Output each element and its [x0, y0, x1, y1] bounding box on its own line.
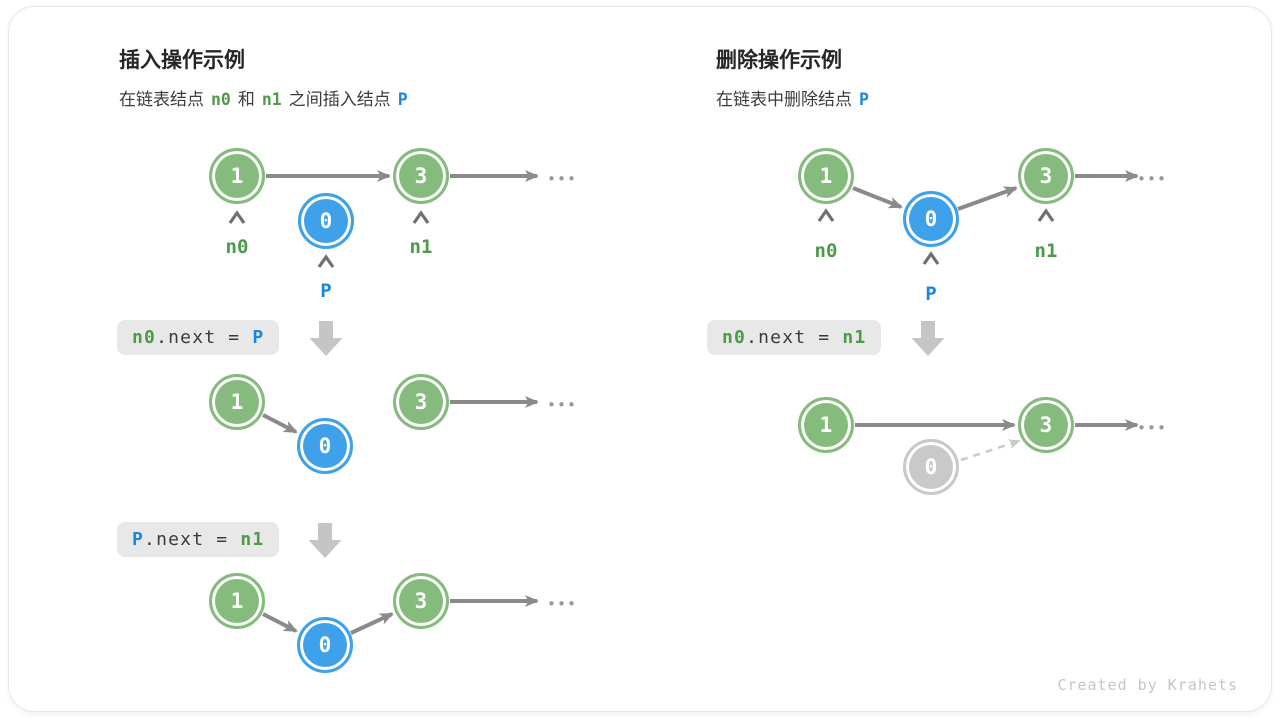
code-statement: n0.next = n1 — [707, 320, 882, 355]
ellipsis: ••• — [1136, 419, 1168, 437]
list-node: 1 — [798, 397, 854, 453]
delete-panel-subtitle: 在链表中删除结点 P — [716, 85, 876, 110]
code-lhs: n0 — [132, 327, 157, 348]
node-ref-p: P — [859, 90, 869, 109]
code-rhs: n1 — [842, 327, 867, 348]
credit-text: Created by Krahets — [1057, 676, 1238, 694]
node-value: 3 — [414, 589, 428, 613]
ellipsis: ••• — [546, 595, 578, 613]
node-value: 1 — [230, 164, 244, 188]
node-value: 3 — [1039, 164, 1053, 188]
node-ref-p: P — [397, 90, 408, 109]
next-pointer-arrow — [852, 186, 903, 209]
code-mid: .next = — [156, 327, 253, 348]
node-value: 1 — [819, 164, 833, 188]
pointer-label-n1: n1 — [1034, 240, 1058, 262]
list-node: 1 — [798, 148, 854, 204]
deleted-node: 0 — [903, 439, 959, 495]
node-value: 1 — [230, 589, 244, 613]
caret-up-icon — [412, 210, 430, 224]
pointer-label-n0: n0 — [225, 236, 249, 258]
pointer-label-p: P — [320, 280, 332, 302]
next-pointer-arrow — [262, 413, 298, 434]
caret-up-icon — [317, 254, 335, 268]
caret-up-icon — [922, 251, 940, 265]
node-value: 0 — [318, 434, 332, 458]
node-value: 1 — [819, 413, 833, 437]
caret-up-icon — [228, 210, 246, 224]
node-ref-n1: n1 — [261, 90, 282, 109]
ellipsis: ••• — [546, 170, 578, 188]
list-node: 3 — [1018, 397, 1074, 453]
caret-up-icon — [817, 208, 835, 222]
code-mid: .next = — [746, 327, 843, 348]
next-pointer-arrow — [957, 186, 1018, 211]
list-node: 1 — [209, 148, 265, 204]
list-node: 3 — [393, 374, 449, 430]
code-lhs: n0 — [722, 327, 747, 348]
node-value: 3 — [414, 390, 428, 414]
subtitle-text: 之间插入结点 — [288, 90, 391, 109]
next-pointer-arrow — [262, 612, 298, 633]
node-value: 1 — [230, 390, 244, 414]
subtitle-text: 在链表结点 — [119, 90, 204, 109]
pointer-label-p: P — [925, 283, 937, 305]
insert-panel-subtitle: 在链表结点 n0 和 n1 之间插入结点 P — [119, 85, 415, 110]
node-value: 0 — [924, 207, 938, 231]
code-statement: n0.next = P — [117, 320, 280, 355]
step-down-arrow-icon — [309, 321, 343, 356]
list-node: 1 — [209, 573, 265, 629]
node-value: 0 — [924, 455, 938, 479]
inserted-node: 0 — [297, 418, 353, 474]
list-node: 3 — [393, 573, 449, 629]
removed-pointer-dashed-arrow — [960, 439, 1021, 462]
ellipsis: ••• — [1136, 170, 1168, 188]
node-ref-n0: n0 — [211, 90, 231, 109]
subtitle-text: 在链表中删除结点 — [716, 90, 852, 109]
inserted-node: 0 — [298, 193, 354, 249]
list-node: 3 — [1018, 148, 1074, 204]
code-lhs: P — [132, 529, 145, 550]
step-down-arrow-icon — [308, 523, 342, 558]
node-to-delete: 0 — [903, 191, 959, 247]
list-node: 1 — [209, 374, 265, 430]
node-value: 0 — [319, 209, 333, 233]
node-value: 3 — [414, 164, 428, 188]
code-rhs: P — [252, 327, 265, 348]
list-node: 3 — [393, 148, 449, 204]
pointer-label-n0: n0 — [814, 240, 838, 262]
code-rhs: n1 — [240, 529, 265, 550]
next-pointer-arrow — [350, 612, 394, 635]
step-down-arrow-icon — [911, 321, 945, 356]
pointer-label-n1: n1 — [409, 236, 433, 258]
delete-panel-title: 删除操作示例 — [716, 49, 842, 72]
subtitle-text: 和 — [237, 90, 255, 109]
node-value: 3 — [1039, 413, 1053, 437]
node-value: 0 — [318, 633, 332, 657]
caret-up-icon — [1037, 208, 1055, 222]
code-mid: .next = — [144, 529, 241, 550]
ellipsis: ••• — [546, 396, 578, 414]
code-statement: P.next = n1 — [117, 522, 280, 557]
inserted-node: 0 — [297, 617, 353, 673]
insert-panel-title: 插入操作示例 — [119, 49, 245, 72]
